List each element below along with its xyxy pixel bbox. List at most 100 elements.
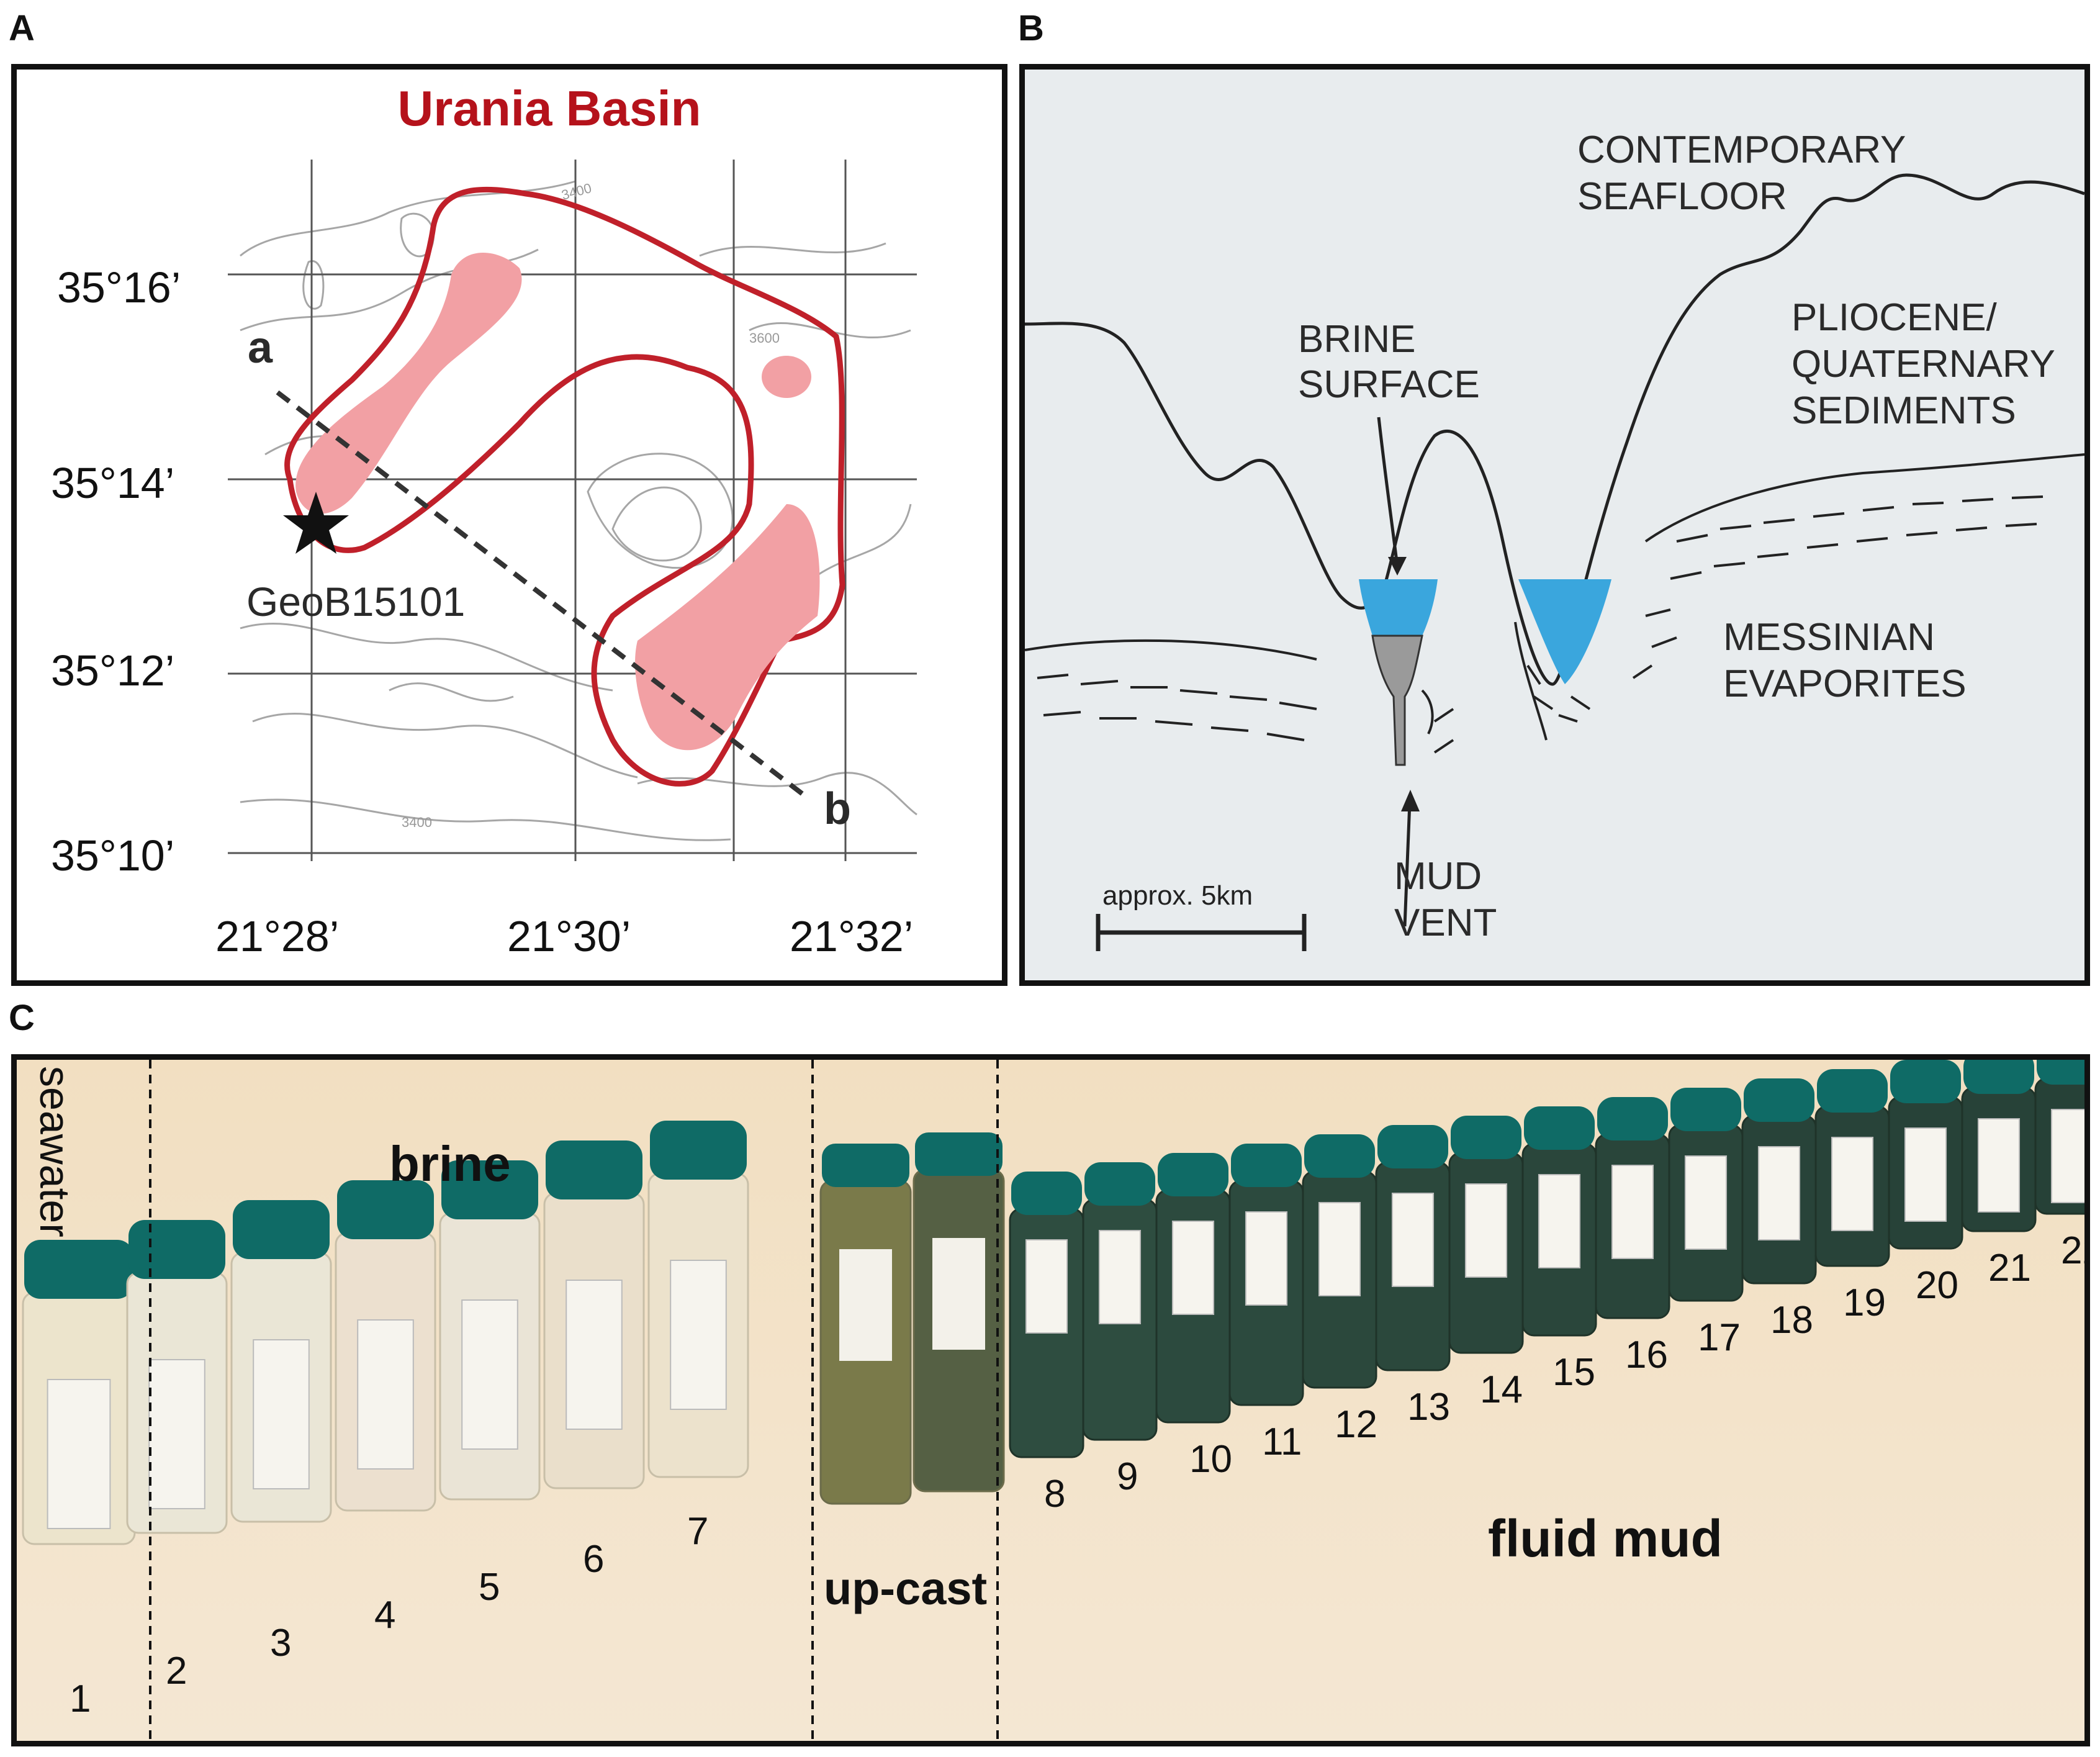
lat-label-1: 35°16’ [57, 263, 181, 312]
sample-bottle [1448, 1116, 1524, 1354]
bottle-label [461, 1299, 518, 1450]
bottle-number: 13 [1407, 1386, 1450, 1429]
sample-bottle [335, 1180, 436, 1512]
bottle-number: 14 [1480, 1368, 1523, 1411]
bottle-cap [1158, 1153, 1228, 1196]
sample-bottle [22, 1240, 136, 1545]
sample-bottle [1009, 1172, 1084, 1458]
scale-bar-label: approx. 5km [1102, 880, 1253, 911]
sample-bottle [1668, 1088, 1744, 1302]
bottle-number: 21 [1988, 1247, 2031, 1290]
bottle-cap [441, 1160, 538, 1219]
sample-bottle [2034, 1060, 2084, 1215]
bottle-number: 2 [166, 1650, 187, 1692]
transect-line [276, 390, 807, 798]
bottle-number: 18 [1770, 1299, 1813, 1342]
bottle-label [932, 1238, 985, 1350]
label-contemporary: CONTEMPORARY [1577, 129, 1906, 171]
group-brine-label: brine [389, 1136, 511, 1191]
lon-label-2: 21°30’ [507, 912, 631, 960]
bottle-number: 22 [2061, 1229, 2084, 1272]
transect-point-b: b [824, 784, 851, 834]
bottle-label [1831, 1137, 1874, 1231]
brine-pool-left [1359, 579, 1438, 636]
label-messinian: MESSINIAN [1723, 616, 1935, 659]
transect-point-a: a [248, 323, 273, 373]
bottle-label [2050, 1109, 2084, 1203]
scale-bar [1096, 914, 1307, 951]
bottle-label [1611, 1165, 1654, 1259]
sample-bottle [1521, 1106, 1597, 1337]
bottle-cap [1084, 1162, 1155, 1206]
brine-pool-north [762, 356, 811, 398]
cross-section-svg: approx. 5km CONTEMPORARY SEAFLOOR BRINE … [1025, 129, 2084, 951]
bottle-number: 4 [374, 1594, 395, 1637]
map-svg: 3400 3600 3400 Urania Basin a b GeoB1510… [51, 81, 917, 960]
sample-bottle [1375, 1125, 1451, 1371]
bottle-number: 16 [1625, 1334, 1668, 1376]
bottle-label [1904, 1127, 1947, 1222]
bottle-cap [2037, 1060, 2084, 1085]
label-mud: MUD [1394, 855, 1482, 898]
map-area [228, 160, 917, 861]
bottle-cap [233, 1200, 330, 1259]
bathymetry-contours [240, 180, 917, 841]
bottle-cap [1817, 1069, 1888, 1113]
bottle-cap [1597, 1097, 1668, 1140]
bottle-number: 12 [1335, 1403, 1377, 1446]
sample-bottle [1961, 1060, 2037, 1232]
sample-bottle [1814, 1069, 1890, 1267]
brine-pool-east [635, 504, 820, 751]
bottle-cap [1011, 1172, 1082, 1215]
sample-bottle [1595, 1097, 1670, 1319]
brine-pool-west [295, 253, 522, 514]
bottle-cap [1963, 1060, 2034, 1094]
bottle-number: 8 [1044, 1473, 1065, 1515]
bottle-cap [822, 1144, 909, 1187]
bottle-label [1538, 1174, 1581, 1268]
label-vent: VENT [1394, 901, 1497, 944]
sample-bottle [1082, 1162, 1158, 1441]
station-star-icon [283, 492, 349, 554]
bottle-number: 15 [1552, 1351, 1595, 1394]
bottle-label [1171, 1221, 1215, 1315]
bottle-label [148, 1359, 205, 1509]
annotation-arrows [1377, 417, 1412, 927]
mud-pool [1371, 635, 1423, 766]
bottle-label [1684, 1155, 1728, 1250]
label-evaporites: EVAPORITES [1723, 662, 1967, 705]
bottle-cap [1451, 1116, 1521, 1159]
bottle-label [1391, 1193, 1435, 1287]
sample-bottle [1228, 1144, 1304, 1406]
label-surface: SURFACE [1298, 363, 1480, 406]
lat-label-4: 35°10’ [51, 831, 174, 880]
sample-bottles [22, 1060, 2084, 1545]
bottle-label [839, 1249, 892, 1361]
group-fluid-mud-label: fluid mud [1488, 1509, 1723, 1568]
bottle-number: 5 [479, 1566, 500, 1609]
bottle-cap [1231, 1144, 1302, 1187]
bottle-cap [1524, 1106, 1595, 1150]
panel-label-b: B [1018, 8, 1044, 48]
seafloor-profile [1025, 173, 2084, 686]
upcast-bottle [819, 1144, 912, 1505]
panel-b-cross-section: approx. 5km CONTEMPORARY SEAFLOOR BRINE … [1019, 64, 2090, 986]
upcast-bottles [819, 1132, 1005, 1505]
mud-vent-arrow-head [1401, 790, 1420, 811]
bottle-number: 11 [1262, 1421, 1302, 1463]
bottle-cap [337, 1180, 434, 1239]
label-seafloor: SEAFLOOR [1577, 175, 1787, 218]
bottle-number: 1 [70, 1678, 91, 1720]
bottle-label [1025, 1239, 1068, 1334]
bottle-label [1977, 1118, 2021, 1213]
map-title: Urania Basin [397, 81, 701, 136]
sample-bottle [439, 1160, 541, 1501]
bottle-cap [128, 1220, 225, 1279]
bottle-cap [1304, 1134, 1375, 1178]
bottle-numbers: 12345678910111213141516171819202122 [70, 1229, 2084, 1720]
brine-surface-arrow-head [1388, 557, 1407, 576]
bottle-label [1464, 1183, 1508, 1278]
upcast-bottle [913, 1132, 1005, 1493]
bottle-label [253, 1339, 310, 1489]
bottle-label [1318, 1202, 1361, 1296]
